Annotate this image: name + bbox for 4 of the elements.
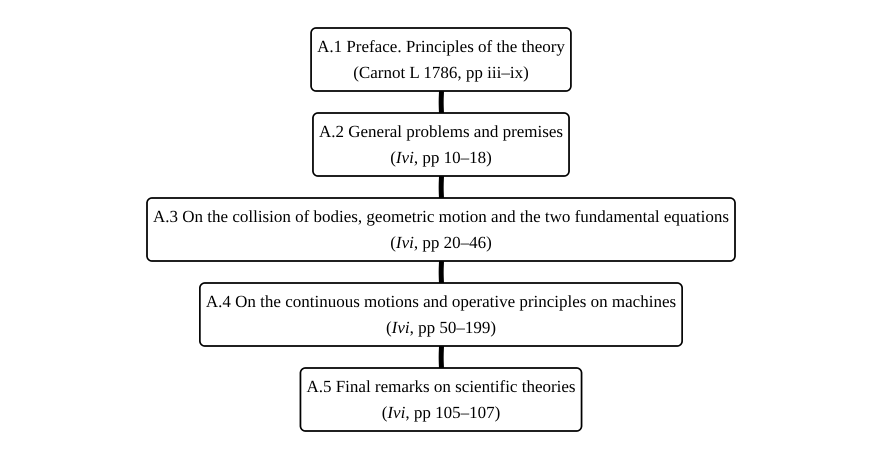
connector — [438, 176, 444, 200]
connector — [438, 346, 444, 370]
connector — [438, 260, 444, 284]
connector — [438, 90, 444, 114]
